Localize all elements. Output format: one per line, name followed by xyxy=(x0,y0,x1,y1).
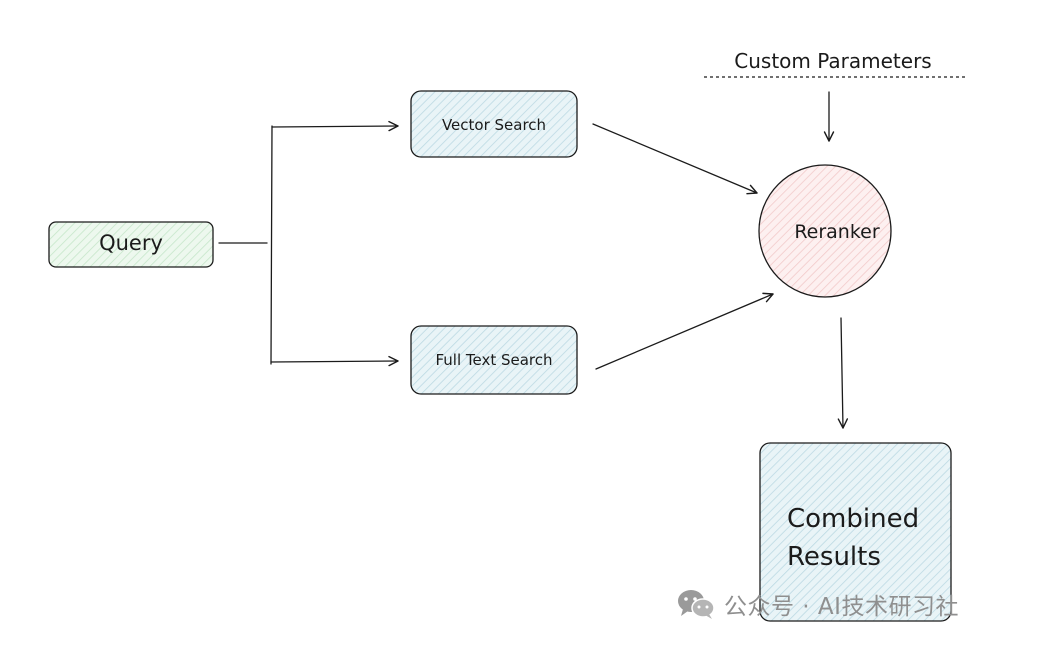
query-node: Query xyxy=(48,221,214,268)
branch-vertical-line xyxy=(270,125,273,365)
connectors xyxy=(218,91,849,429)
watermark-text: 公众号 · AI技术研习社 xyxy=(724,594,959,620)
vector-search-node: Vector Search xyxy=(410,90,578,158)
arrow-to-full-text-search xyxy=(270,355,399,367)
arrow-reranker-to-results xyxy=(837,317,849,429)
watermark: 公众号 · AI技术研习社 xyxy=(676,584,959,624)
arrow-fulltext-to-reranker xyxy=(595,292,774,370)
custom-parameters: Custom Parameters xyxy=(704,49,966,78)
full-text-search-node: Full Text Search xyxy=(410,325,578,395)
full-text-search-label: Full Text Search xyxy=(435,351,552,369)
vector-search-label: Vector Search xyxy=(442,116,546,134)
arrow-vector-to-reranker xyxy=(592,123,758,195)
custom-parameters-label: Custom Parameters xyxy=(734,49,931,73)
arrow-to-vector-search xyxy=(271,120,399,132)
combined-results-node: Combined Results xyxy=(759,442,952,622)
combined-results-label-line1: Combined xyxy=(787,504,919,534)
query-label: Query xyxy=(99,231,163,255)
combined-results-label-line2: Results xyxy=(787,542,881,572)
reranker-node: Reranker xyxy=(758,164,892,298)
wechat-icon xyxy=(678,590,715,619)
reranker-label: Reranker xyxy=(794,221,880,243)
